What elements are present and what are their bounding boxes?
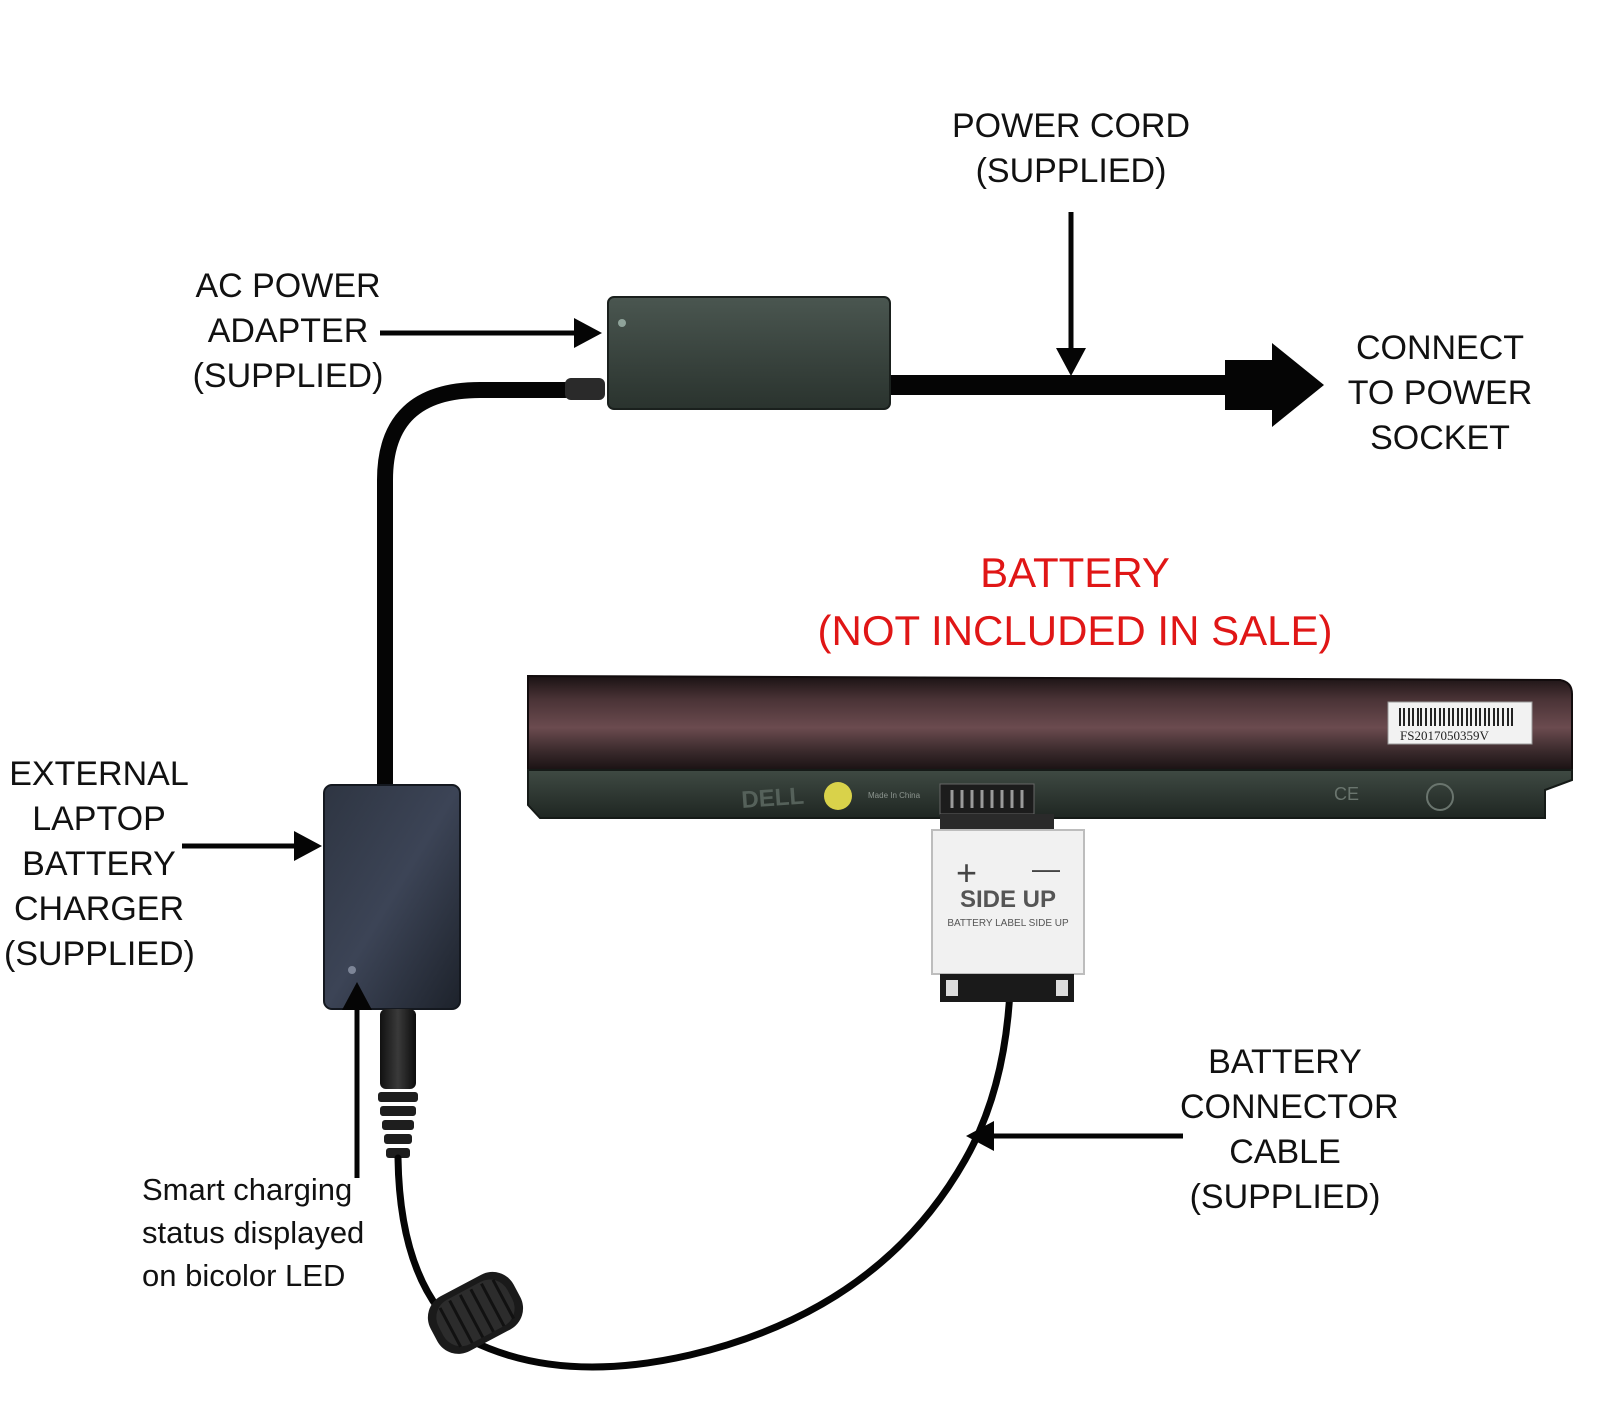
plug-ridge-3	[382, 1120, 414, 1130]
connector-minus-sign: —	[1032, 853, 1060, 884]
power-cord	[890, 375, 1225, 395]
plug-ridge-5	[386, 1148, 410, 1158]
ferrite-bead	[427, 1271, 524, 1354]
plug-ridge-4	[384, 1134, 412, 1144]
battery-contacts	[939, 783, 1035, 815]
battery-ce-mark: CE	[1334, 784, 1359, 804]
battery-recycle-mark	[1426, 783, 1454, 811]
laptop-battery: FS2017050359V DELL Made In China CE	[527, 674, 1573, 819]
connector-bottom-slot-right	[1056, 980, 1068, 996]
ac-adapter-label: AC POWER ADAPTER (SUPPLIED)	[192, 267, 384, 395]
connector-side-up: SIDE UP	[960, 886, 1056, 913]
battery-made-in: Made In China	[868, 791, 921, 800]
battery-brand-mark: DELL	[741, 783, 805, 814]
battery-sticker	[824, 782, 852, 810]
plug-ridge-2	[380, 1106, 416, 1116]
battery-underside	[527, 769, 1573, 819]
battery-body	[527, 674, 1573, 771]
bicolor-led	[348, 966, 356, 974]
connect-socket-label: CONNECT TO POWER SOCKET	[1347, 329, 1533, 457]
connector-bottom-plug	[940, 974, 1074, 1002]
connect-socket-arrow	[1225, 343, 1324, 427]
connector-label-side-up: BATTERY LABEL SIDE UP	[947, 918, 1069, 929]
plug-ridge-1	[378, 1092, 418, 1102]
led-pointer-head	[342, 982, 372, 1010]
adapter-strain-relief	[565, 378, 605, 400]
power-cord-label: POWER CORD (SUPPLIED)	[952, 107, 1190, 190]
battery-connector-clip: + — SIDE UP BATTERY LABEL SIDE UP	[931, 814, 1085, 1002]
connector-plus-sign: +	[956, 852, 977, 893]
adapter-to-charger-cable	[377, 382, 573, 798]
connector-top-tab	[940, 814, 1054, 832]
power-cord-pointer-head	[1056, 348, 1086, 376]
charger-output-plug	[380, 1009, 416, 1089]
external-charger-label: EXTERNAL LAPTOP BATTERY CHARGER (SUPPLIE…	[4, 755, 195, 973]
connector-cable-label: BATTERY CONNECTOR CABLE (SUPPLIED)	[1180, 1043, 1399, 1216]
connector-cable-pointer-head	[966, 1121, 994, 1151]
battery-title-label: BATTERY (NOT INCLUDED IN SALE)	[817, 549, 1333, 654]
contact-pins	[950, 790, 1024, 808]
external-battery-charger	[323, 784, 461, 1010]
barcode-text: FS2017050359V	[1400, 728, 1489, 743]
connector-label-body	[931, 829, 1085, 975]
charger-pointer-head	[294, 831, 322, 861]
led-note-label: Smart charging status displayed on bicol…	[142, 1172, 365, 1293]
connector-bottom-slot-left	[946, 980, 958, 996]
barcode-bars	[1399, 708, 1513, 726]
adapter-indicator	[618, 319, 626, 327]
ac-power-adapter	[607, 296, 891, 410]
ac-adapter-pointer-head	[574, 318, 602, 348]
